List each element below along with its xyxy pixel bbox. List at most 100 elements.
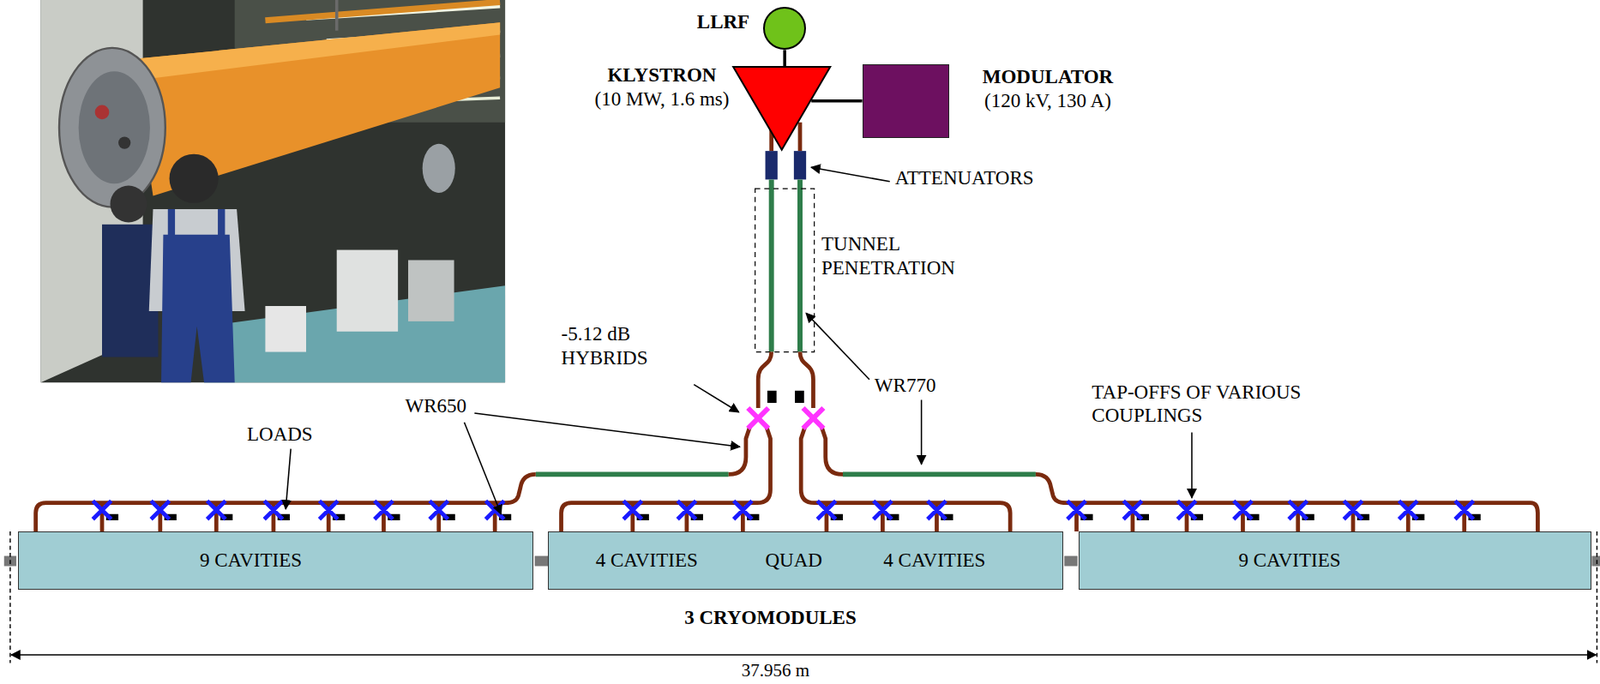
- text-group: KLYSTRON(10 MW, 1.6 ms): [594, 63, 729, 111]
- photo: [161, 234, 235, 384]
- text-group: TUNNEL PENETRATION: [821, 232, 956, 280]
- callout-label: TAP-OFFS OF VARIOUS COUPLINGS: [1091, 380, 1349, 428]
- triangle-shape: [733, 66, 831, 151]
- photo: [217, 209, 225, 237]
- llrf-circle: LLRF: [763, 6, 807, 50]
- photo: [264, 306, 307, 353]
- text-group: MODULATOR(120 kV, 130 A): [982, 65, 1114, 113]
- load: [767, 390, 805, 404]
- callout-label: LOADS: [246, 422, 313, 447]
- leader-line: [474, 413, 740, 447]
- waveguide-wr650: [36, 352, 1539, 532]
- dimension-line: [10, 531, 1598, 664]
- load: [106, 514, 1481, 521]
- photo: [132, 22, 500, 80]
- module-label: 9 CAVITIES: [199, 548, 302, 573]
- hybrid: [747, 408, 824, 429]
- photo: [41, 0, 506, 383]
- text-group: ATTENUATORS: [895, 166, 1035, 191]
- node-title: MODULATOR: [982, 65, 1114, 90]
- load: [794, 390, 805, 404]
- module-label: 4 CAVITIES: [883, 548, 986, 573]
- cryomodule: 4 CAVITIES QUAD 4 CAVITIES: [547, 531, 1064, 590]
- tunnel-penetration: [755, 188, 815, 352]
- waveguide-wr650: [821, 426, 843, 475]
- node-spec: (10 MW, 1.6 ms): [594, 87, 729, 112]
- triangle-outline: [732, 66, 831, 151]
- node-title: LLRF: [697, 10, 750, 35]
- leader-line: [463, 422, 501, 515]
- circle-outline: [763, 6, 807, 50]
- module-joints: [1064, 556, 1077, 567]
- module-joints: [1591, 556, 1600, 567]
- photo: [102, 224, 158, 358]
- dimension-line: [11, 654, 1596, 656]
- module-label: QUAD: [764, 548, 822, 573]
- cryomodule: 9 CAVITIES: [1078, 531, 1593, 590]
- callout-label: -5.12 dB HYBRIDS: [561, 322, 674, 370]
- text-group: 4 CAVITIES: [595, 548, 698, 573]
- dimension-line: [9, 531, 11, 664]
- connector-line: [811, 99, 862, 103]
- photo: [95, 105, 110, 121]
- text-group: 3 CRYOMODULES: [684, 606, 856, 631]
- waveguide-wr770: [535, 471, 1036, 477]
- attenuator: [765, 150, 807, 180]
- photo: [118, 136, 131, 149]
- leader-line: [806, 312, 870, 379]
- waveguide-label: WR650: [404, 394, 467, 419]
- module-label: 4 CAVITIES: [595, 548, 698, 573]
- leader-line: [1190, 433, 1193, 499]
- text-group: LOADS: [246, 422, 313, 447]
- callout-label: ATTENUATORS: [895, 166, 1035, 191]
- klystron-triangle: KLYSTRON(10 MW, 1.6 ms): [732, 66, 831, 151]
- photo: [110, 186, 148, 223]
- photo: [422, 144, 456, 193]
- text-group: WR770: [874, 373, 937, 398]
- leader-line: [811, 167, 891, 182]
- waveguide-wr770: [771, 179, 800, 352]
- text-group: 4 CAVITIES: [883, 548, 986, 573]
- dimension-label: 37.956 m: [741, 660, 810, 682]
- photo: [168, 209, 175, 237]
- text-group: TAP-OFFS OF VARIOUS COUPLINGS: [1091, 380, 1349, 428]
- node-title: KLYSTRON: [594, 63, 729, 88]
- text-group: LLRF: [697, 10, 750, 35]
- waveguide-wr650: [102, 503, 1465, 532]
- attenuator: [793, 150, 807, 180]
- leader-line: [693, 384, 739, 413]
- circle-shape: [763, 7, 806, 49]
- connector-line: [782, 49, 787, 67]
- attenuator: [765, 150, 778, 180]
- module-label: 9 CAVITIES: [1238, 548, 1341, 573]
- waveguide-wr650: [728, 426, 751, 475]
- tap-off-coupler: [92, 500, 1474, 519]
- text-group: -5.12 dB HYBRIDS: [561, 322, 674, 370]
- text-group: 9 CAVITIES: [1238, 548, 1341, 573]
- waveguide-label: WR770: [874, 373, 937, 398]
- leader-line: [920, 399, 923, 464]
- photo: [41, 0, 506, 383]
- callout-label: TUNNEL PENETRATION: [821, 232, 956, 280]
- photo: [408, 259, 455, 321]
- photo: [169, 154, 219, 204]
- group-label: 3 CRYOMODULES: [684, 606, 856, 631]
- node-spec: (120 kV, 130 A): [982, 89, 1114, 114]
- leader-line: [285, 449, 291, 510]
- text-group: WR650: [404, 394, 467, 419]
- photo: [59, 48, 166, 208]
- photo: [78, 71, 151, 184]
- load: [767, 390, 777, 404]
- cryomodule: 9 CAVITIES: [18, 531, 534, 590]
- dimension-line: [1596, 531, 1598, 664]
- text-group: QUAD: [764, 548, 822, 573]
- leader-line: [285, 167, 1192, 515]
- photo: [336, 250, 398, 332]
- text-group: 37.956 m: [741, 660, 810, 682]
- layout-art: [4, 0, 1600, 664]
- photo: [264, 1, 500, 20]
- modulator-box: MODULATOR(120 kV, 130 A): [862, 64, 950, 139]
- photo: [335, 0, 339, 31]
- text-group: 9 CAVITIES: [199, 548, 302, 573]
